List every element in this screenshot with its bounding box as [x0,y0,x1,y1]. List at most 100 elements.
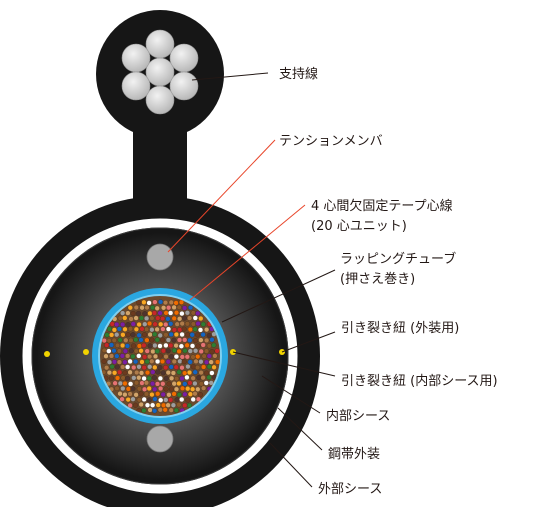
optical-fiber [150,305,156,311]
optical-fiber [120,310,126,316]
optical-fiber [125,322,131,328]
optical-fiber [151,375,157,381]
optical-fiber [136,386,142,392]
optical-fiber [103,353,109,359]
optical-fiber [152,396,158,402]
label-rip-cord-outer: 引き裂き紐 (外装用) [341,321,459,336]
optical-fiber [187,315,193,321]
optical-fiber [173,386,180,392]
optical-fiber [190,386,196,392]
optical-fiber [125,397,131,403]
optical-fiber [165,359,171,365]
optical-fiber [120,385,126,392]
optical-fiber [151,310,157,316]
optical-fiber [112,370,118,376]
optical-fiber [179,385,186,391]
optical-fiber [152,342,158,349]
messenger-wire [121,29,199,115]
optical-fiber [192,369,198,375]
optical-fiber [144,359,150,365]
optical-fiber [179,311,185,317]
optical-fiber [141,375,147,382]
optical-fiber [146,300,152,306]
optical-fiber [114,321,120,328]
optical-fiber [187,337,193,343]
optical-fiber [152,386,158,392]
optical-fiber [117,315,123,321]
leader-rip-cord-inner [232,351,336,377]
optical-fiber [152,331,158,337]
optical-fiber [206,353,212,359]
optical-fiber [173,343,179,349]
optical-fiber [177,327,183,333]
optical-fiber [119,396,125,402]
optical-fiber [206,332,212,338]
optical-fiber [141,396,147,402]
label-wrapping-tube-line2: (押さえ巻き) [340,272,415,287]
optical-fiber [122,359,128,365]
messenger-strand [169,71,199,101]
optical-fiber [189,332,195,338]
optical-fiber [201,385,207,391]
optical-fiber [146,385,152,392]
optical-fiber [179,331,185,338]
optical-fiber [182,370,188,376]
optical-fiber [165,402,171,408]
optical-fiber [159,358,166,365]
leader-inner-sheath [261,375,321,414]
optical-fiber [142,311,148,317]
optical-fiber [190,396,196,402]
optical-fiber [163,397,169,403]
optical-fiber [133,380,140,386]
optical-fiber [120,364,126,370]
optical-fiber [154,305,160,311]
optical-fiber [182,337,188,343]
optical-fiber [147,354,153,360]
optical-fiber [165,348,171,354]
optical-fiber [136,321,142,328]
messenger-strand [121,71,151,101]
optical-fiber [131,364,137,371]
optical-fiber [176,348,182,354]
optical-fiber [166,381,172,387]
optical-fiber [171,358,177,365]
optical-fiber [155,391,161,397]
optical-fiber [128,337,134,343]
optical-fiber [163,354,169,360]
optical-fiber [120,342,126,349]
optical-fiber [138,401,144,408]
optical-fiber [147,407,153,413]
optical-fiber [190,321,196,327]
optical-fiber [157,407,163,413]
optical-fiber [209,370,215,376]
optical-fiber [158,299,164,305]
optical-fiber [168,354,175,360]
optical-fiber [192,391,198,397]
optical-fiber [198,348,204,354]
optical-fiber [130,353,136,360]
optical-fiber [196,375,202,381]
optical-fiber [178,343,184,349]
optical-fiber [157,310,163,316]
optical-fiber [130,386,136,392]
optical-fiber [144,337,150,343]
optical-fiber [124,343,130,349]
optical-fiber [125,386,131,392]
optical-fiber [127,358,133,364]
optical-fiber [111,327,117,333]
optical-fiber [144,315,150,321]
optical-fiber [195,396,202,402]
optical-fiber [168,321,174,327]
optical-fiber [127,402,133,408]
optical-fiber [131,375,137,381]
optical-fiber [142,321,148,327]
optical-fiber [106,359,113,365]
rip-cord-outer-left [44,351,50,357]
optical-fiber [204,337,210,343]
optical-fiber [142,386,148,392]
optical-fiber [184,342,190,348]
tension-member-top [146,243,174,271]
optical-fiber [104,365,110,371]
optical-fiber [138,315,145,321]
optical-fiber [195,364,201,371]
